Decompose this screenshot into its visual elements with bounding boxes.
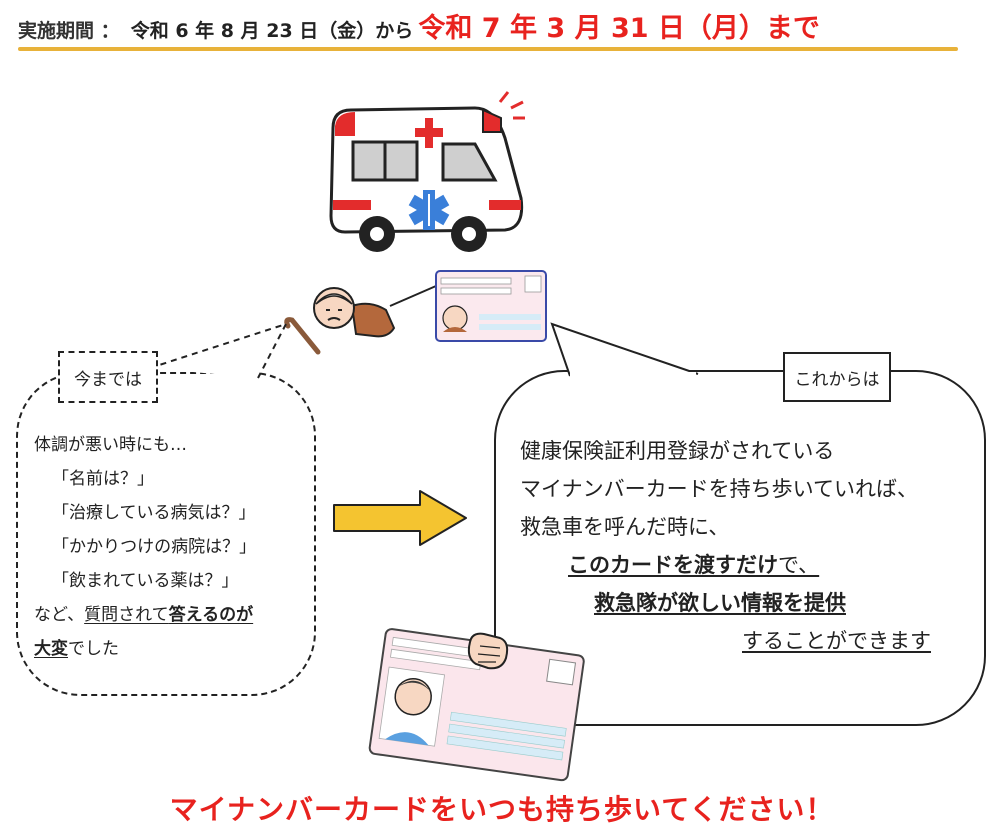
after-line-3: 救急車を呼んだ時に、	[520, 515, 730, 539]
after-line-4-rest: で、	[778, 553, 820, 577]
after-speech-bubble	[494, 370, 986, 726]
period-start: 令和 6 年 8 月 23 日（金）から	[130, 20, 414, 42]
after-line-2: マイナンバーカードを持ち歩いていれば、	[520, 477, 918, 501]
before-label: 今までは	[58, 351, 158, 403]
period-label: 実施期間 ：	[18, 20, 120, 42]
before-text: 体調が悪い時にも… 「名前は？」 「治療している病気は？」 「かかりつけの病院は…	[34, 428, 304, 666]
my-number-card-large	[368, 628, 585, 782]
before-closing-answer: 答えるのが	[168, 605, 254, 625]
before-speech-bubble	[16, 372, 316, 696]
my-number-card-small	[435, 270, 547, 342]
footer-message: マイナンバーカードをいつも持ち歩いてください！	[169, 793, 835, 826]
after-text: 健康保険証利用登録がされている マイナンバーカードを持ち歩いていれば、 救急車を…	[520, 432, 970, 660]
before-closing-post: でした	[68, 639, 119, 659]
before-question: 「治療している病気は？」	[52, 503, 256, 523]
connector-line	[389, 285, 437, 307]
before-question: 「飲まれている薬は？」	[52, 571, 239, 591]
after-line-6: することができます	[742, 629, 931, 653]
right-arrow	[333, 490, 467, 546]
before-bubble-tail	[149, 322, 289, 379]
header-underline	[18, 47, 958, 51]
after-line-1: 健康保険証利用登録がされている	[520, 439, 835, 463]
period-banner: 実施期間 ： 令和 6 年 8 月 23 日（金）から 令和 7 年 3 月 3…	[18, 6, 820, 46]
period-end: 令和 7 年 3 月 31 日（月）まで	[418, 13, 820, 44]
before-closing-hard: 大変	[34, 639, 68, 659]
before-question: 「かかりつけの病院は？」	[52, 537, 257, 557]
before-question: 「名前は？」	[52, 469, 154, 489]
after-line-5-pre: 救急隊が欲しい	[594, 591, 741, 615]
before-closing-underlined: 質問されて	[84, 605, 169, 625]
elderly-person-illustration	[284, 287, 396, 355]
ambulance-illustration	[329, 91, 525, 252]
after-line-4-bold: このカードを渡すだけ	[568, 553, 778, 577]
before-closing-pre: など、	[34, 605, 85, 625]
before-intro: 体調が悪い時にも…	[34, 435, 187, 455]
hand-icon	[467, 632, 509, 670]
after-bubble-tail	[550, 322, 699, 378]
after-label: これからは	[783, 352, 891, 402]
after-line-5-bold: 情報を提供	[741, 591, 846, 615]
